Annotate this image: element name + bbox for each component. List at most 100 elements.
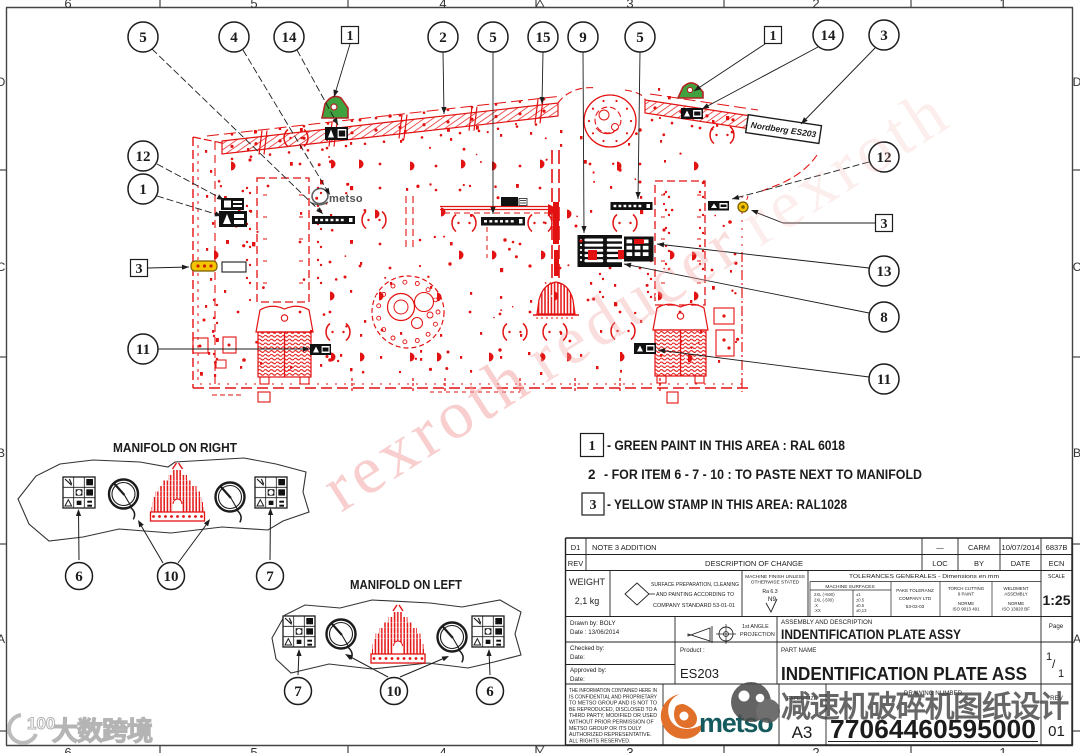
svg-text:AND PAINTING ACCORDING TO: AND PAINTING ACCORDING TO <box>656 592 734 598</box>
svg-text:±0.5: ±0.5 <box>856 603 865 608</box>
svg-text:3: 3 <box>626 745 633 753</box>
svg-text:5: 5 <box>250 745 257 753</box>
svg-text:大数跨境: 大数跨境 <box>52 716 153 746</box>
svg-text:TO METSO GROUP AND IS NOT TO: TO METSO GROUP AND IS NOT TO <box>569 701 657 707</box>
svg-text:ASSEMBLY AND DESCRIPTION: ASSEMBLY AND DESCRIPTION <box>781 619 872 626</box>
svg-text:.X: .X <box>814 603 818 608</box>
svg-text:B: B <box>0 446 5 460</box>
svg-text:5: 5 <box>250 0 257 11</box>
svg-text:6: 6 <box>64 0 71 11</box>
svg-text:1: 1 <box>347 29 354 44</box>
svg-text:6: 6 <box>486 684 494 700</box>
svg-text:3: 3 <box>590 498 597 513</box>
svg-text:SURFACE PREPARATION, CLEANING: SURFACE PREPARATION, CLEANING <box>651 582 739 588</box>
svg-text:C: C <box>0 260 6 274</box>
svg-text:7: 7 <box>294 684 302 700</box>
svg-text:.XX: .XX <box>814 608 821 613</box>
svg-text:THE INFORMATION CONTAINED HERE: THE INFORMATION CONTAINED HERE IN <box>569 688 657 694</box>
svg-text:4: 4 <box>439 745 446 753</box>
svg-text:2: 2 <box>439 30 447 46</box>
svg-text:01: 01 <box>1048 723 1065 740</box>
svg-text:ISO 9013 491: ISO 9013 491 <box>952 607 980 612</box>
svg-text:metso: metso <box>329 193 363 205</box>
svg-text:MACHINE FINISH UNLESS: MACHINE FINISH UNLESS <box>745 574 805 580</box>
svg-text:5: 5 <box>636 30 644 46</box>
svg-text:Drawn by: BOLY: Drawn by: BOLY <box>570 620 616 627</box>
svg-text:REV: REV <box>568 559 583 568</box>
svg-text:ES203: ES203 <box>680 666 719 681</box>
svg-text:INDENTIFICATION PLATE ASSY: INDENTIFICATION PLATE ASSY <box>781 626 962 642</box>
svg-text:BE REPRODUCED, DISCLOSED TO A: BE REPRODUCED, DISCLOSED TO A <box>569 707 658 713</box>
svg-text:REV: REV <box>1050 695 1064 702</box>
svg-text:10/07/2014: 10/07/2014 <box>1002 543 1040 552</box>
svg-text:PROJECTION: PROJECTION <box>740 632 775 638</box>
svg-text:53-02-03: 53-02-03 <box>906 604 925 609</box>
svg-text:Date:: Date: <box>570 676 585 683</box>
svg-text:9: 9 <box>579 30 587 46</box>
svg-text:TOLERANCES GENERALES - Dimens: TOLERANCES GENERALES - Dimensions en mm <box>849 574 999 580</box>
svg-text:1: 1 <box>589 439 596 454</box>
svg-text:100: 100 <box>27 714 55 733</box>
svg-text:MANIFOLD ON LEFT: MANIFOLD ON LEFT <box>350 577 462 592</box>
svg-text:2: 2 <box>812 0 819 11</box>
svg-text:3: 3 <box>881 217 888 232</box>
svg-text:C: C <box>1073 260 1080 274</box>
svg-text:±0.5: ±0.5 <box>856 597 865 602</box>
svg-text:6: 6 <box>64 745 71 753</box>
svg-text:14: 14 <box>282 30 298 46</box>
svg-text:WEIGHT: WEIGHT <box>569 577 605 587</box>
svg-text:13: 13 <box>877 264 892 280</box>
svg-text:14: 14 <box>821 28 837 44</box>
svg-text:1: 1 <box>139 182 147 198</box>
svg-text:1st ANGLE: 1st ANGLE <box>742 624 769 630</box>
svg-text:A3: A3 <box>792 723 813 742</box>
svg-text:MANIFOLD ON RIGHT: MANIFOLD ON RIGHT <box>113 440 237 455</box>
svg-text:6837B: 6837B <box>1046 543 1068 552</box>
svg-text:DESCRIPTION OF CHANGE: DESCRIPTION OF CHANGE <box>705 559 803 568</box>
svg-text:3: 3 <box>136 262 143 277</box>
svg-text:WITHOUT PRIOR PERMISSION OF: WITHOUT PRIOR PERMISSION OF <box>569 720 654 726</box>
svg-text:1: 1 <box>1046 651 1052 663</box>
svg-text:Date:: Date: <box>570 654 585 661</box>
svg-text:WELDMENT: WELDMENT <box>1003 586 1028 591</box>
svg-text:IS CONFIDENTIAL AND PROPRIETAR: IS CONFIDENTIAL AND PROPRIETARY <box>569 694 657 700</box>
svg-text:TORCH CUTTING: TORCH CUTTING <box>948 586 985 591</box>
svg-text:D1: D1 <box>571 543 581 552</box>
svg-text:5: 5 <box>139 30 147 46</box>
svg-text:1: 1 <box>1058 668 1064 680</box>
svg-text:A: A <box>1073 632 1080 646</box>
svg-text:ASSEMBLY: ASSEMBLY <box>1004 592 1027 597</box>
svg-text:4: 4 <box>439 0 446 11</box>
svg-text:- YELLOW STAMP IN THIS AREA: R: - YELLOW STAMP IN THIS AREA: RAL1028 <box>607 497 847 512</box>
svg-text:1: 1 <box>770 29 777 44</box>
svg-text:SCALE: SCALE <box>1048 574 1066 580</box>
svg-text:- GREEN PAINT IN THIS AREA : R: - GREEN PAINT IN THIS AREA : RAL 6018 <box>607 438 845 453</box>
svg-text:PART NAME: PART NAME <box>781 647 816 654</box>
svg-text:6: 6 <box>75 569 83 585</box>
svg-text:/: / <box>1052 657 1056 671</box>
svg-text:4: 4 <box>230 30 238 46</box>
svg-text:12: 12 <box>877 150 892 166</box>
svg-text:Ra 6.3: Ra 6.3 <box>762 589 777 595</box>
svg-text:2XL (-500): 2XL (-500) <box>814 597 834 602</box>
svg-text:5: 5 <box>489 30 497 46</box>
svg-text:1: 1 <box>999 745 1006 753</box>
svg-text:Date : 13/06/2014: Date : 13/06/2014 <box>570 629 620 636</box>
svg-text:—: — <box>936 543 944 552</box>
svg-text:CARM: CARM <box>968 543 990 552</box>
svg-text:8: 8 <box>880 310 888 326</box>
svg-text:PAKE TOLERANZ: PAKE TOLERANZ <box>896 588 934 593</box>
svg-text:2XL (+500): 2XL (+500) <box>814 592 835 597</box>
svg-text:D: D <box>0 75 6 89</box>
svg-text:COMPANY LTD: COMPANY LTD <box>899 596 932 601</box>
svg-text:N9: N9 <box>768 596 777 603</box>
svg-text:COMPANY STANDARD 53-01-01: COMPANY STANDARD 53-01-01 <box>653 603 735 609</box>
svg-text:LOC: LOC <box>932 559 948 568</box>
svg-text:MACHINE SURFACES: MACHINE SURFACES <box>825 584 874 590</box>
svg-text:15: 15 <box>536 30 551 46</box>
svg-text:OTHERWISE STATED: OTHERWISE STATED <box>751 580 800 586</box>
svg-text:ALL RIGHTS RESERVED.: ALL RIGHTS RESERVED. <box>569 738 630 744</box>
svg-text:A: A <box>0 632 5 646</box>
svg-text:D: D <box>1073 75 1080 89</box>
svg-text:±1: ±1 <box>856 592 861 597</box>
